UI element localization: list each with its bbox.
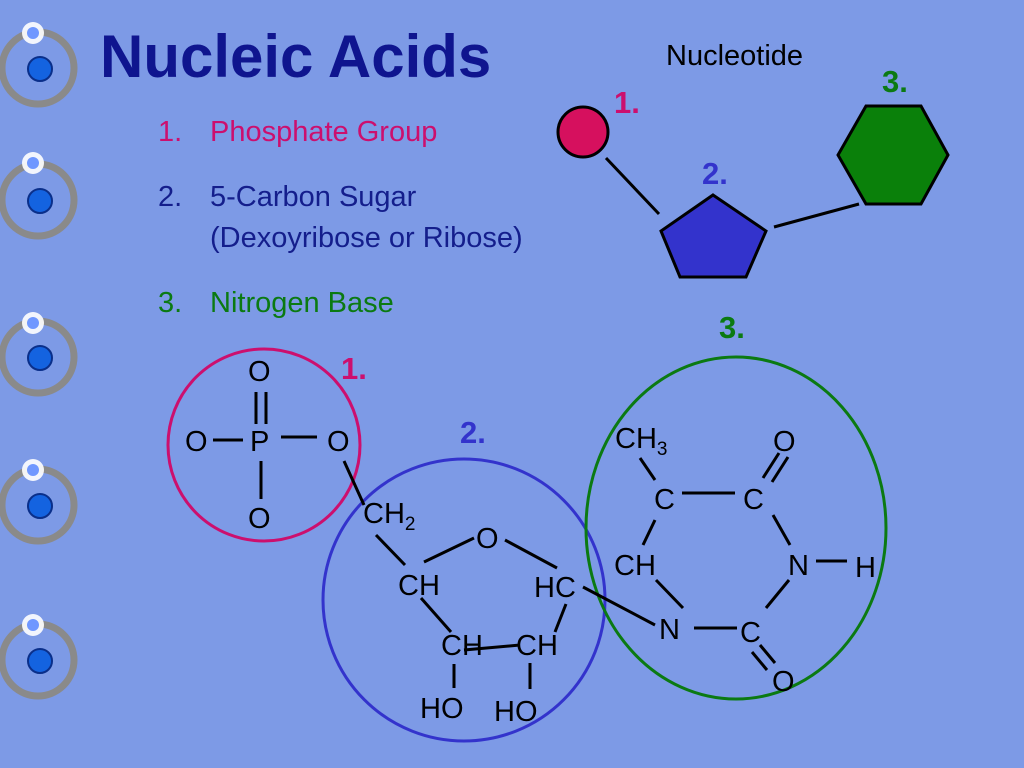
binder-ring	[0, 459, 78, 545]
component-list: 1. Phosphate Group 2. 5-Carbon Sugar (De…	[158, 112, 523, 348]
list-text: 5-Carbon Sugar	[210, 181, 417, 213]
list-text-line2: (Dexoyribose or Ribose)	[210, 222, 523, 254]
atom-label: CH	[398, 570, 440, 602]
nucleotide-heading: Nucleotide	[666, 40, 804, 72]
atom-label: O	[476, 523, 499, 555]
base-region-circle	[584, 355, 888, 701]
schematic-label-2: 2.	[702, 156, 728, 191]
list-text: Phosphate Group	[210, 116, 438, 148]
base-hexagon-shape	[836, 104, 950, 206]
atom-label: C	[654, 484, 675, 516]
atom-label: CH	[614, 550, 656, 582]
atom-label: N	[788, 550, 809, 582]
atom-label: O	[185, 426, 208, 458]
atom-label: N	[659, 614, 680, 646]
structure-label-2: 2.	[460, 415, 486, 450]
atom-label: O	[773, 426, 796, 458]
atom-label: P	[250, 426, 269, 458]
atom-label: HO	[420, 693, 464, 725]
bond-lines	[213, 392, 847, 689]
sugar-pentagon-shape	[659, 193, 768, 279]
atom-label: HC	[534, 572, 576, 604]
list-item-base: 3. Nitrogen Base	[158, 283, 523, 324]
binder-ring	[0, 614, 78, 700]
list-item-sugar: 2. 5-Carbon Sugar (Dexoyribose or Ribose…	[158, 177, 523, 259]
list-number: 3.	[158, 287, 183, 319]
atom-label: CH2	[363, 498, 415, 535]
binder-ring	[0, 312, 78, 397]
binder-ring	[0, 152, 78, 240]
connector-line	[773, 202, 860, 229]
list-text: Nitrogen Base	[210, 287, 394, 319]
slide-title: Nucleic Acids	[100, 23, 492, 90]
phosphate-region-circle	[166, 347, 362, 543]
atom-label: CH3	[615, 423, 667, 460]
atom-label: CH	[441, 630, 483, 662]
atom-label: C	[740, 617, 761, 649]
phosphate-circle-shape	[556, 105, 610, 159]
binder-ring	[0, 22, 78, 108]
atom-label: O	[772, 666, 795, 698]
atom-label: O	[248, 356, 271, 388]
atom-label: C	[743, 484, 764, 516]
list-number: 2.	[158, 181, 183, 213]
nucleotide-schematic: 1. 2. 3.	[556, 64, 950, 279]
atom-label: H	[855, 552, 876, 584]
list-item-phosphate: 1. Phosphate Group	[158, 112, 523, 153]
schematic-label-1: 1.	[614, 85, 640, 120]
connector-line	[604, 156, 661, 216]
atom-label: HO	[494, 696, 538, 728]
atom-label: CH	[516, 630, 558, 662]
atom-label: O	[248, 503, 271, 535]
structure-label-3: 3.	[719, 310, 745, 345]
structure-label-1: 1.	[341, 351, 367, 386]
atom-label: O	[327, 426, 350, 458]
schematic-label-3: 3.	[882, 64, 908, 99]
list-number: 1.	[158, 116, 183, 148]
